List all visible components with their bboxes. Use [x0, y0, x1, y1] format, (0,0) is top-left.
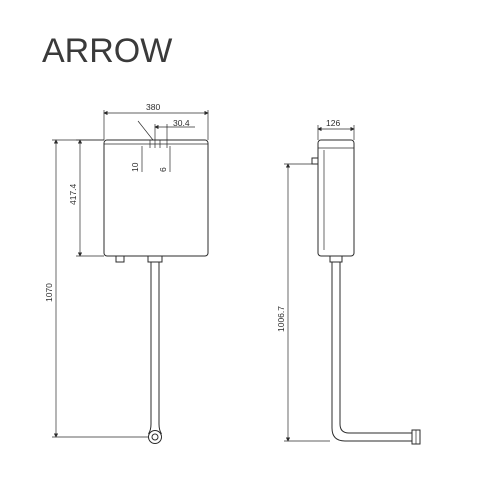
front-outlet [148, 430, 162, 444]
dim-total-height: 1070 [44, 283, 54, 302]
dim-tank-height: 417.4 [68, 183, 78, 205]
dim-offset: 30.4 [173, 118, 190, 128]
front-flush-pipe [150, 262, 160, 424]
dim-outlet-b: 6 [158, 167, 168, 172]
dim-width: 380 [146, 102, 160, 112]
side-tank [317, 139, 355, 257]
side-view: 126 1006.7 [276, 118, 421, 445]
side-flush-pipe [331, 262, 341, 428]
dim-outlet-a: 10 [130, 162, 140, 172]
front-view: 380 30.4 10 6 417.4 1070 [44, 102, 209, 444]
brand-logo: ARROW [42, 32, 173, 70]
front-tank [103, 139, 209, 257]
dim-depth: 126 [326, 118, 340, 128]
dim-side-height: 1006.7 [276, 306, 286, 332]
